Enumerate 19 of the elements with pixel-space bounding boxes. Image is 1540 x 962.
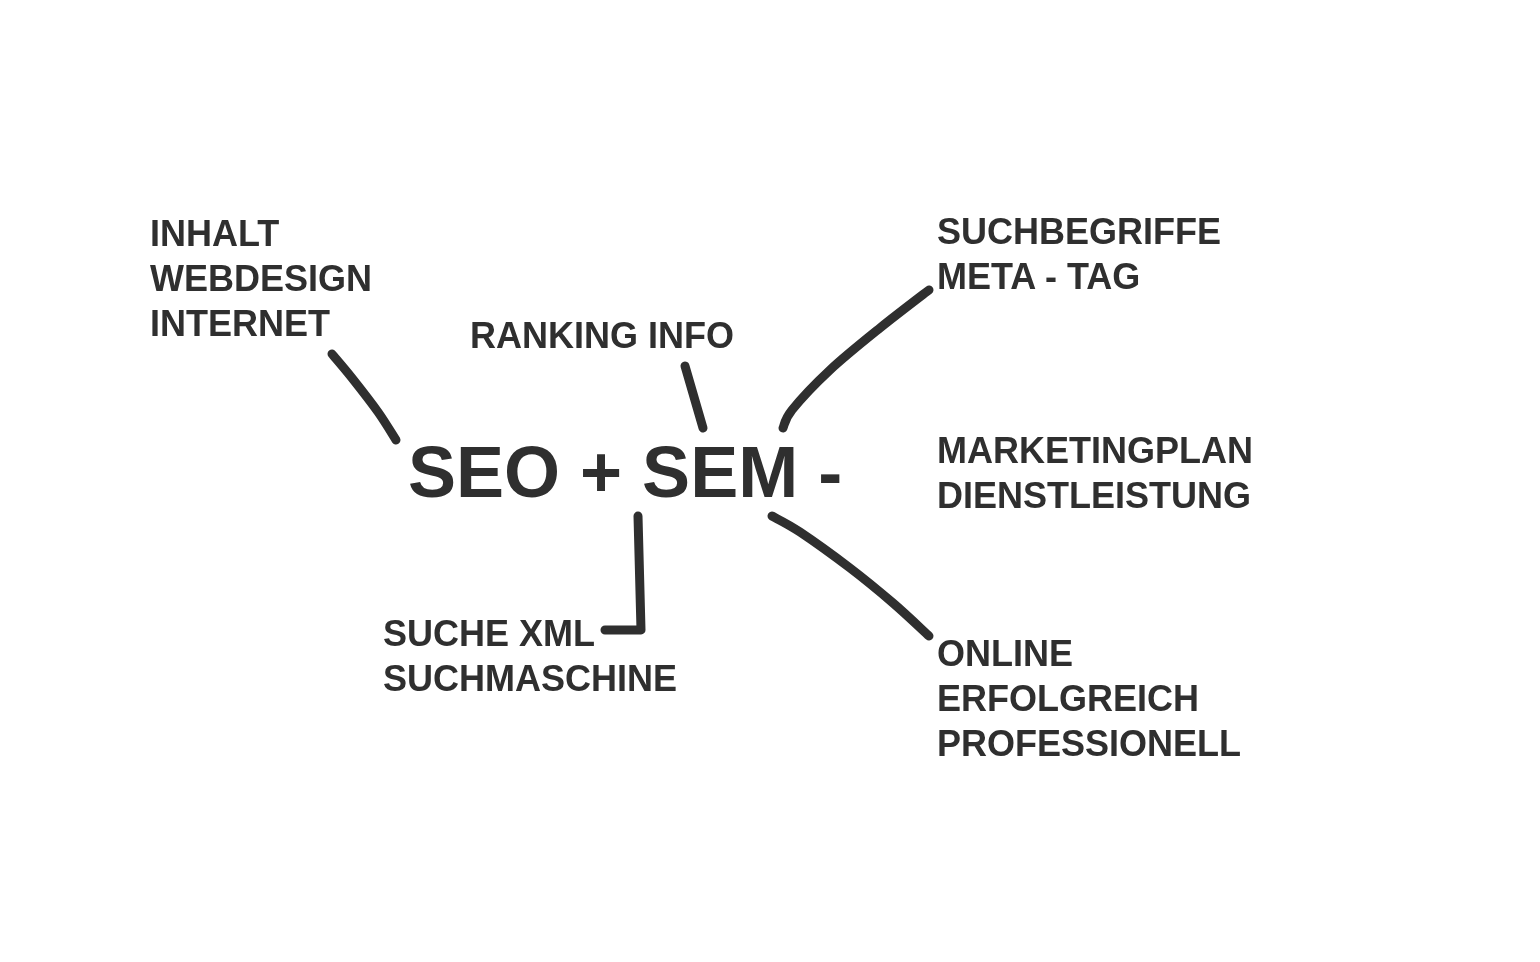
central-topic: SEO + SEM - — [400, 432, 851, 512]
branch-line — [767, 511, 934, 641]
keyword-label: INHALT — [150, 212, 280, 256]
keyword-label: META - TAG — [937, 255, 1141, 299]
branch-line — [600, 511, 646, 635]
keyword-label: WEBDESIGN — [150, 257, 372, 301]
keyword-label: SUCHBEGRIFFE — [937, 210, 1221, 254]
branch-line — [680, 361, 708, 433]
keyword-label: PROFESSIONELL — [937, 722, 1242, 766]
keyword-label: SUCHE XML — [383, 612, 595, 656]
keyword-label: RANKING INFO — [466, 309, 738, 362]
keyword-label: SUCHMASCHINE — [383, 657, 677, 701]
branch-line — [327, 349, 401, 445]
keyword-label: MARKETINGPLAN — [937, 429, 1253, 473]
keyword-label: ONLINE — [937, 632, 1073, 676]
keyword-label: DIENSTLEISTUNG — [937, 474, 1251, 518]
branch-line — [778, 285, 934, 433]
keyword-label: ERFOLGREICH — [937, 677, 1199, 721]
keyword-label: INTERNET — [150, 302, 330, 346]
